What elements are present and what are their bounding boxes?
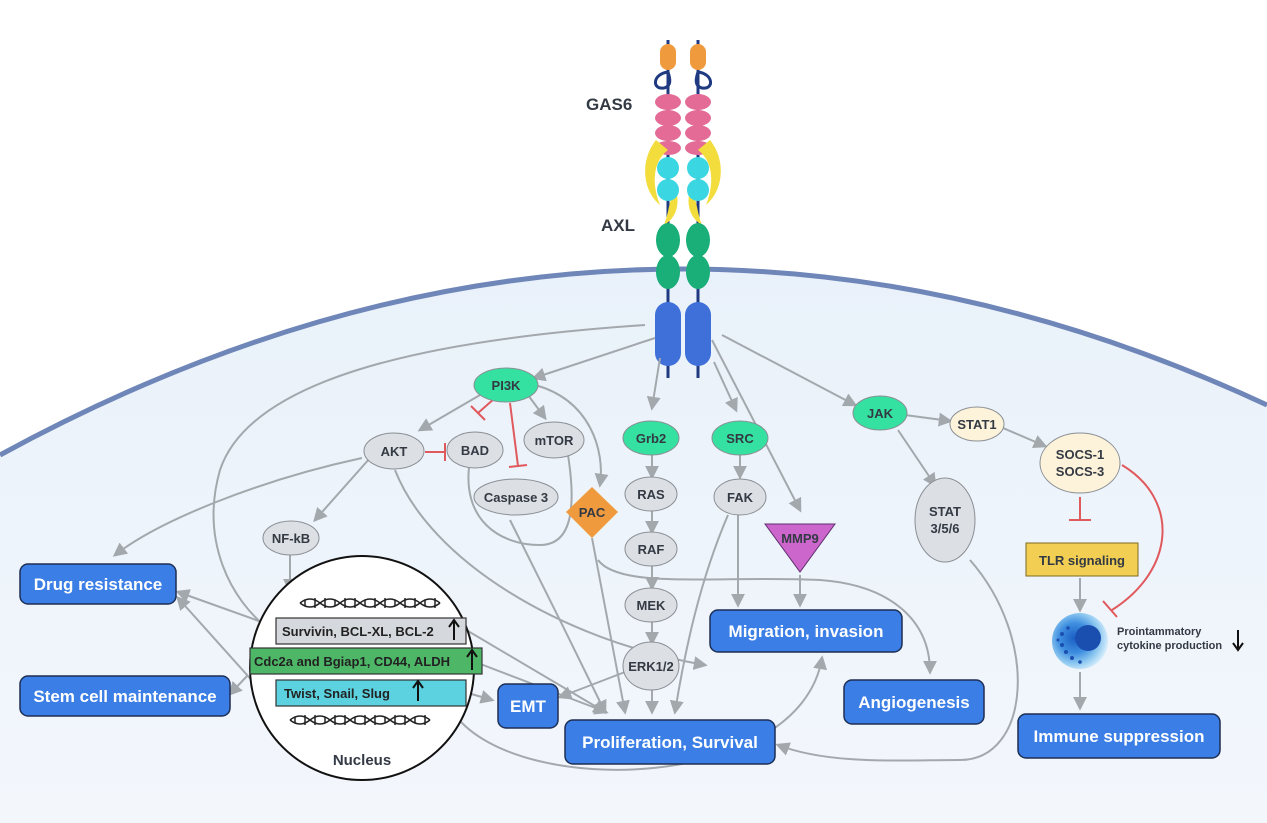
- node-mmp9: MMP9: [764, 523, 836, 573]
- grb2-label: Grb2: [636, 431, 666, 446]
- fak-label: FAK: [727, 490, 754, 505]
- pi3k-label: PI3K: [492, 378, 522, 393]
- ras-label: RAS: [637, 487, 665, 502]
- node-raf: RAF: [624, 531, 678, 567]
- outcome-proliferation: Proliferation, Survival: [564, 719, 776, 765]
- erk-label: ERK1/2: [628, 659, 674, 674]
- immune-suppression-label: Immune suppression: [1034, 727, 1205, 746]
- node-tlr-signaling: TLR signaling: [1025, 542, 1139, 577]
- up-arrow-icon: [466, 648, 478, 670]
- node-caspase3: Caspase 3: [473, 478, 559, 516]
- node-grb2: Grb2: [622, 420, 680, 456]
- dna-strand-bottom-icon: [289, 715, 431, 725]
- mtor-label: mTOR: [535, 433, 574, 448]
- gene-cdc2a-label: Cdc2a and Bgiap1, CD44, ALDH: [254, 654, 450, 669]
- outcome-angiogenesis: Angiogenesis: [843, 679, 985, 725]
- tlr-label: TLR signaling: [1039, 553, 1125, 568]
- node-jak: JAK: [852, 395, 908, 431]
- node-stat356: STAT 3/5/6: [914, 477, 976, 563]
- gene-twist-label: Twist, Snail, Slug: [284, 686, 390, 701]
- node-bad: BAD: [446, 431, 504, 469]
- inhibition-lines: [425, 397, 1164, 618]
- proliferation-label: Proliferation, Survival: [582, 733, 758, 752]
- akt-label: AKT: [381, 444, 408, 459]
- up-arrow-icon: [412, 679, 424, 701]
- gene-box-cdc2a: Cdc2a and Bgiap1, CD44, ALDH: [249, 647, 483, 675]
- src-label: SRC: [726, 431, 754, 446]
- gene-survivin-label: Survivin, BCL-XL, BCL-2: [282, 624, 434, 639]
- bad-label: BAD: [461, 443, 489, 458]
- stat356-label-line2: 3/5/6: [931, 521, 960, 536]
- outcome-immune-suppression: Immune suppression: [1017, 713, 1221, 759]
- node-pi3k: PI3K: [473, 367, 539, 403]
- node-stat1: STAT1: [949, 406, 1005, 442]
- node-nfkb: NF-kB: [262, 520, 320, 556]
- node-fak: FAK: [713, 478, 767, 516]
- gene-box-survivin: Survivin, BCL-XL, BCL-2: [275, 617, 467, 645]
- pac-label: PAC: [579, 505, 606, 520]
- down-arrow-icon: [1232, 630, 1244, 652]
- node-erk: ERK1/2: [622, 641, 680, 691]
- socs-label-line1: SOCS-1: [1056, 447, 1104, 462]
- immune-cell-icon: [1052, 613, 1108, 669]
- node-src: SRC: [711, 420, 769, 456]
- raf-label: RAF: [638, 542, 665, 557]
- outcome-emt: EMT: [497, 683, 559, 729]
- up-arrow-icon: [448, 618, 460, 640]
- cytokine-label-line2: cytokine production: [1117, 640, 1222, 652]
- node-mtor: mTOR: [523, 421, 585, 459]
- migration-label: Migration, invasion: [729, 622, 884, 641]
- node-akt: AKT: [363, 432, 425, 470]
- axl-receptor-dimer: [645, 40, 721, 378]
- emt-label: EMT: [510, 697, 547, 716]
- angiogenesis-label: Angiogenesis: [858, 693, 969, 712]
- stat1-label: STAT1: [957, 417, 996, 432]
- outcome-migration: Migration, invasion: [709, 609, 903, 653]
- mmp9-label: MMP9: [781, 531, 819, 546]
- jak-label: JAK: [867, 406, 894, 421]
- nucleus-label: Nucleus: [333, 752, 391, 769]
- cytokine-label-line1: Prointammatory: [1117, 626, 1202, 638]
- axl-label: AXL: [601, 216, 635, 235]
- nucleus: Survivin, BCL-XL, BCL-2 Cdc2a and Bgiap1…: [249, 555, 483, 781]
- node-socs: SOCS-1 SOCS-3: [1039, 432, 1121, 494]
- stem-cell-label: Stem cell maintenance: [33, 687, 216, 706]
- node-pac: PAC: [566, 487, 618, 538]
- dna-strand-top-icon: [299, 598, 441, 608]
- outcome-drug-resistance: Drug resistance: [19, 563, 177, 605]
- node-ras: RAS: [624, 476, 678, 512]
- nfkb-label: NF-kB: [272, 531, 310, 546]
- caspase3-label: Caspase 3: [484, 490, 548, 505]
- gas6-label: GAS6: [586, 95, 632, 114]
- gene-box-twist: Twist, Snail, Slug: [275, 679, 467, 707]
- node-mek: MEK: [624, 587, 678, 623]
- socs-label-line2: SOCS-3: [1056, 464, 1104, 479]
- drug-resistance-label: Drug resistance: [34, 575, 163, 594]
- mek-label: MEK: [637, 598, 667, 613]
- stat356-label-line1: STAT: [929, 504, 961, 519]
- outcome-stem-cell: Stem cell maintenance: [19, 675, 231, 717]
